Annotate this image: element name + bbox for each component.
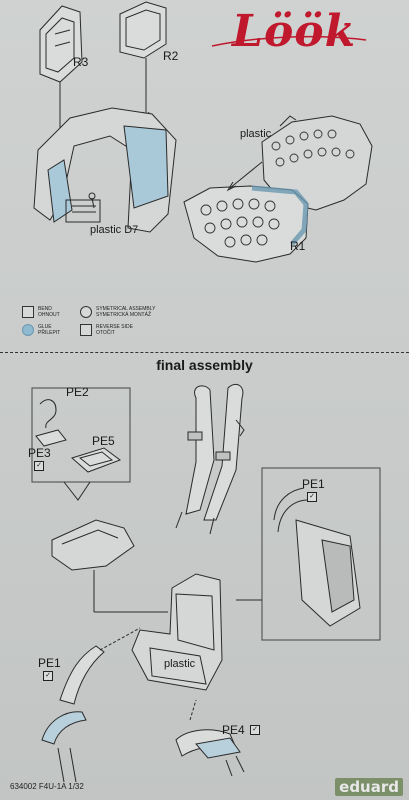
eduard-logo: eduard bbox=[335, 778, 403, 796]
label-pe5: PE5 bbox=[92, 434, 115, 448]
label-pe1-right: PE1 bbox=[302, 477, 325, 491]
reverse-side-icon bbox=[80, 324, 92, 336]
label-pe1-left: PE1 bbox=[38, 656, 61, 670]
label-r2: R2 bbox=[163, 49, 179, 63]
product-code: 634002 F4U-1A 1/32 bbox=[10, 782, 84, 791]
check-pe4-icon: ✓ bbox=[250, 725, 260, 735]
label-r1: R1 bbox=[290, 239, 306, 253]
look-logo: Löök bbox=[232, 6, 357, 57]
bend-icon bbox=[22, 306, 34, 318]
label-pe2: PE2 bbox=[66, 385, 89, 399]
glue-icon bbox=[22, 324, 34, 336]
label-plastic-bottom: plastic bbox=[164, 658, 196, 670]
check-pe1-right-icon: ✓ bbox=[307, 492, 317, 502]
check-pe3-icon: ✓ bbox=[34, 461, 44, 471]
label-r3: R3 bbox=[73, 55, 89, 69]
label-plastic-d7: plastic D7 bbox=[90, 224, 139, 236]
label-plastic-top: plastic bbox=[240, 128, 272, 140]
section-divider bbox=[0, 352, 409, 353]
symmetrical-icon bbox=[80, 306, 92, 318]
label-pe3: PE3 bbox=[28, 446, 51, 460]
label-pe4: PE4 bbox=[222, 723, 245, 737]
check-pe1-left-icon: ✓ bbox=[43, 671, 53, 681]
section-title: final assembly bbox=[156, 357, 253, 373]
